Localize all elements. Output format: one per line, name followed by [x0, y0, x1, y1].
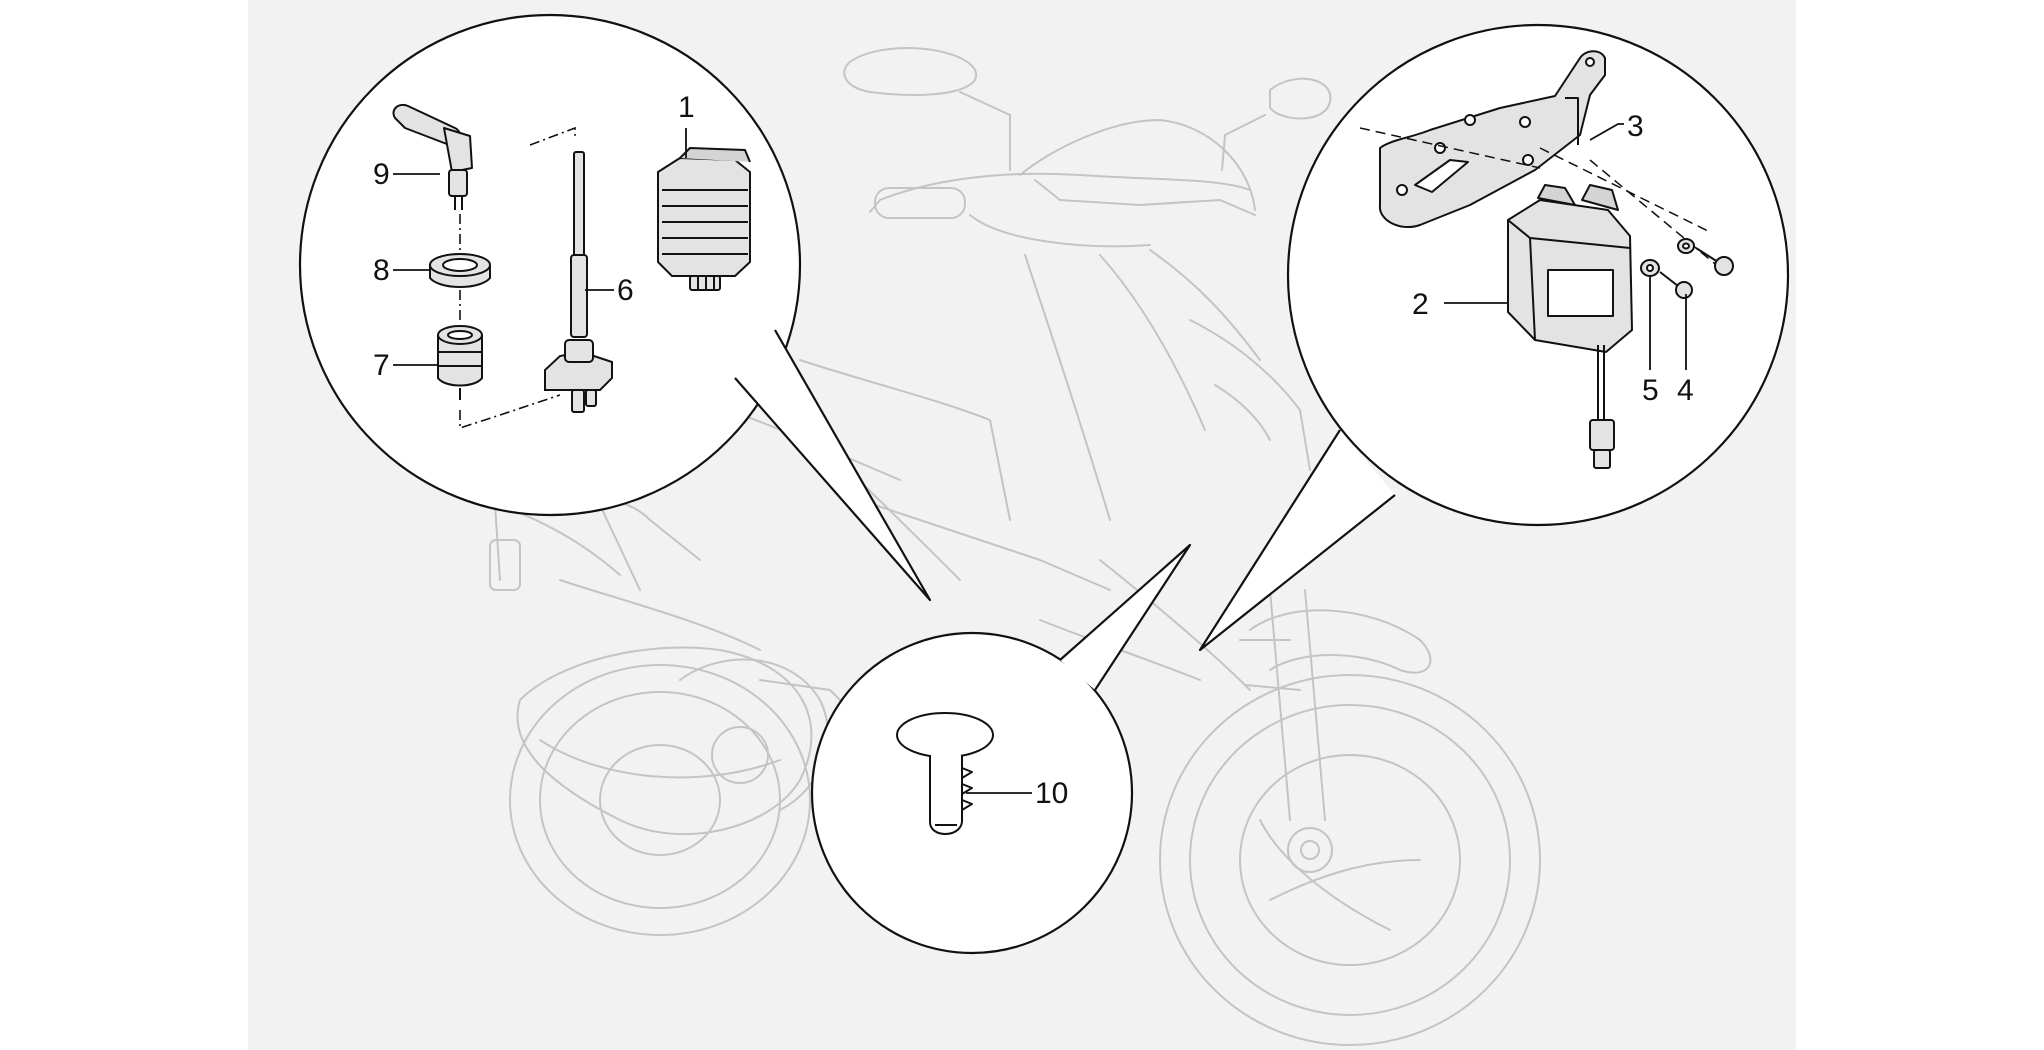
part-8-grommet-icon: [429, 253, 491, 288]
callout-10: 10: [1035, 777, 1068, 810]
callout-1: 1: [678, 91, 695, 124]
callout-5: 5: [1642, 374, 1659, 407]
callout-6: 6: [617, 274, 634, 307]
detail-bubble-bottom: [810, 543, 1192, 955]
callout-4: 4: [1677, 374, 1694, 407]
leader-lines: [393, 123, 1687, 794]
callout-2: 2: [1412, 288, 1429, 321]
part-3-mounting-bracket-icon: [1378, 50, 1606, 228]
part-4-screw-icon: [1659, 247, 1734, 299]
part-2-control-unit-icon: [1507, 184, 1633, 469]
right-assembly-lines: [1359, 127, 1721, 269]
part-9-spark-plug-cap-icon: [392, 104, 473, 210]
callout-8: 8: [373, 254, 390, 287]
part-7-socket-icon: [437, 325, 483, 400]
detail-bubble-left: [298, 13, 932, 602]
callout-9: 9: [373, 158, 390, 191]
callout-7: 7: [373, 349, 390, 382]
callout-3: 3: [1627, 110, 1644, 143]
part-10-push-rivet-icon: [896, 712, 994, 835]
callout-labels: 1 2 3 4 5 6 7 8 9 10: [373, 91, 1694, 810]
part-5-washer-icon: [1640, 238, 1695, 277]
assembly-axis-line: [459, 126, 576, 430]
part-6-sensor-icon: [544, 151, 613, 413]
part-1-voltage-regulator-icon: [657, 147, 751, 291]
